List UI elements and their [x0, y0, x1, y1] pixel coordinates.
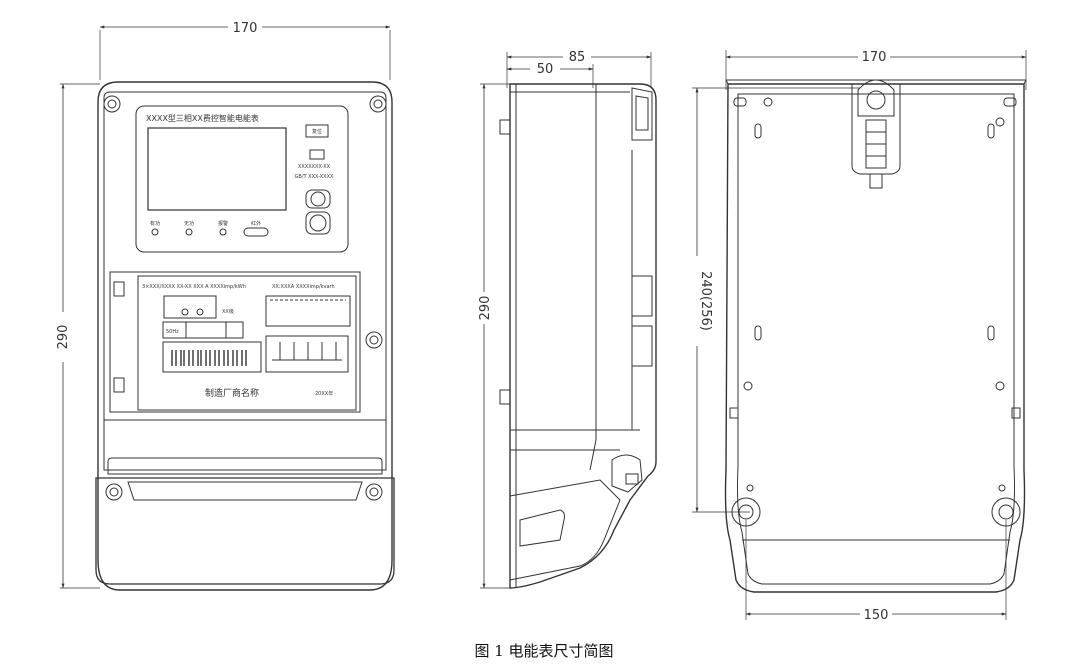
- indicator-label-active: 有功: [150, 220, 160, 227]
- indicator-label-alarm: 报警: [218, 220, 228, 227]
- front-view: [60, 25, 395, 591]
- manufacture-year: 20XX年: [315, 390, 333, 397]
- meter-model-title: XXXX型三相XX费控智能电能表: [146, 113, 259, 123]
- front-width-label: 170: [233, 21, 258, 36]
- front-height-label: 290: [56, 325, 71, 350]
- back-mount-height-label: 240(256): [698, 271, 713, 331]
- back-view-labels: 170 240(256) 150: [698, 50, 888, 623]
- manufacturer-name: 制造厂商名称: [205, 387, 259, 399]
- nameplate-spec-right: XX:XXXA XXXXimp/kvarh: [272, 284, 335, 290]
- figure-caption: 图 1 电能表尺寸简图: [474, 642, 614, 660]
- meter-code-line2: GB/T XXX-XXXX: [295, 174, 334, 180]
- side-inner-label: 50: [537, 62, 554, 77]
- frequency-label: 50Hz: [166, 329, 179, 335]
- indicator-label-infrared: 红外: [251, 220, 261, 227]
- back-width-label: 170: [862, 50, 887, 65]
- back-bottom-width-label: 150: [864, 608, 889, 623]
- accuracy-class-label: XX级: [222, 308, 234, 315]
- reset-button-label: 复位: [312, 128, 322, 135]
- back-view: [692, 50, 1027, 620]
- meter-code-line1: XXXXXXX-XX: [298, 164, 331, 170]
- nameplate-spec-line: 3×XXX/XXXX XX-XX XXX A XXXXimp/kWh: [142, 284, 246, 290]
- side-height-label: 290: [478, 296, 493, 321]
- indicator-label-reactive: 无功: [184, 220, 194, 227]
- side-view-labels: 85 50 290: [478, 50, 585, 320]
- side-view: [480, 52, 657, 589]
- side-width-label: 85: [569, 50, 586, 65]
- front-view-labels: 170 290 XXXX型三相XX费控智能电能表 复位 XXXXXXX-XX G…: [56, 21, 335, 399]
